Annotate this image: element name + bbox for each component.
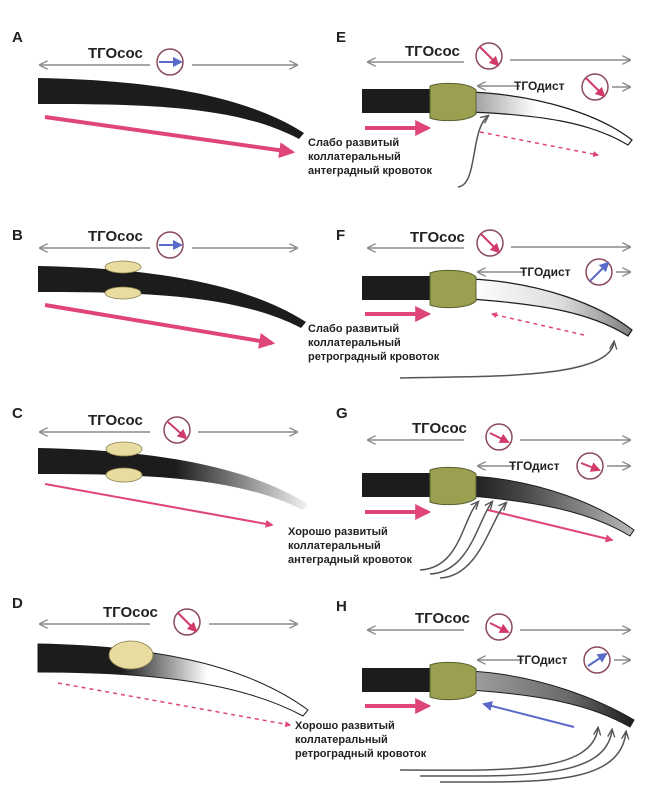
antegrade-flow-arrow — [44, 115, 296, 159]
vessel-distal — [469, 91, 633, 146]
caption-line-3: антеградный кровоток — [288, 554, 412, 566]
panel-label: A — [12, 29, 23, 46]
caption-line-1: Хорошо развитый — [295, 720, 395, 732]
stenosis-plaque — [104, 286, 142, 300]
caption-line-2: коллатеральный — [308, 151, 401, 163]
flow-direction-indicator-icon — [173, 608, 201, 636]
caption-line-1: Хорошо развитый — [288, 526, 388, 538]
tgo-dist-label: ТГОдист — [520, 265, 571, 279]
vessel-distal — [469, 475, 635, 537]
flow-direction-indicator-icon — [156, 231, 184, 259]
collateral-vessel-arrow — [439, 732, 626, 783]
distal-flow-indicator-icon — [583, 646, 611, 674]
caption-line-3: антеградный кровоток — [308, 165, 432, 177]
panel-label: E — [336, 29, 346, 46]
collateral-vessel-arrow — [439, 503, 506, 579]
tgo-sos-label: ТГОсос — [410, 229, 465, 246]
caption-line-2: коллатеральный — [288, 540, 381, 552]
antegrade-flow-arrow — [487, 509, 614, 543]
panel-d: D ТГОсос Хорошо развитый коллатеральный … — [12, 595, 427, 760]
tgo-dist-label: ТГОдист — [517, 653, 568, 667]
distal-flow-indicator-icon — [585, 258, 613, 286]
panel-c: C ТГОсос Хорошо развитый коллатеральный … — [12, 405, 412, 566]
caption-line-2: коллатеральный — [308, 337, 401, 349]
caption-line-3: ретроградный кровоток — [308, 351, 440, 363]
panel-label: F — [336, 227, 345, 244]
collateral-vessel-arrow — [399, 728, 598, 771]
retrograde-flow-arrow — [482, 701, 575, 728]
flow-direction-indicator-icon — [485, 423, 513, 451]
panel-label: G — [336, 405, 348, 422]
vessel — [38, 78, 304, 139]
stenosis-plaque — [429, 466, 477, 506]
panel-e: E ТГОсос ТГОдист — [336, 29, 633, 188]
vessel-proximal — [362, 668, 434, 692]
caption-line-3: ретроградный кровоток — [295, 748, 427, 760]
flow-direction-indicator-icon — [476, 229, 504, 257]
stenosis-plaque — [105, 441, 143, 457]
collateral-flow-arrow — [479, 131, 600, 158]
panel-label: H — [336, 598, 347, 615]
stenosis-plaque — [429, 661, 477, 701]
tgo-sos-label: ТГОсос — [412, 420, 467, 437]
distal-flow-indicator-icon — [576, 452, 604, 480]
panel-g: G ТГОсос ТГОдист — [336, 405, 635, 579]
tgo-dist-label: ТГОдист — [514, 79, 565, 93]
panel-a: A ТГОсос Слабо развитый коллатеральный а… — [12, 29, 432, 177]
collateral-vessel-arrow — [457, 116, 488, 188]
panel-label: D — [12, 595, 23, 612]
stenosis-plaque — [108, 640, 154, 670]
flow-direction-indicator-icon — [485, 613, 513, 641]
stenosis-plaque — [105, 467, 143, 483]
vessel — [37, 643, 309, 717]
tgo-sos-label: ТГОсос — [103, 604, 158, 621]
flow-arrow — [44, 303, 276, 349]
caption-line-1: Слабо развитый — [308, 137, 399, 149]
collateral-vessel-arrow — [419, 502, 478, 571]
panel-b: B ТГОсос Слабо развитый коллатеральный р… — [12, 227, 440, 363]
collateral-vessel-arrow — [429, 502, 492, 575]
stenosis-plaque — [429, 269, 477, 309]
panel-label: B — [12, 227, 23, 244]
tgo-sos-label: ТГОсос — [88, 412, 143, 429]
panel-h: H ТГОсос ТГОдист — [336, 598, 635, 783]
flow-direction-indicator-icon — [163, 416, 191, 444]
tgo-sos-label: ТГОсос — [405, 43, 460, 60]
tgo-sos-label: ТГОсос — [88, 45, 143, 62]
vessel-proximal — [362, 276, 434, 300]
retrograde-flow-arrow — [490, 312, 585, 336]
tgo-sos-label: ТГОсос — [88, 228, 143, 245]
tgo-dist-label: ТГОдист — [509, 459, 560, 473]
stenosis-plaque — [429, 82, 477, 122]
flow-direction-indicator-icon — [475, 42, 503, 70]
vessel — [38, 266, 306, 328]
stenosis-plaque — [104, 260, 142, 274]
caption-line-2: коллатеральный — [295, 734, 388, 746]
vessel-distal — [469, 670, 635, 728]
vessel — [38, 448, 308, 510]
antegrade-flow-arrow — [44, 483, 274, 528]
distal-flow-indicator-icon — [581, 73, 609, 101]
vessel-proximal — [362, 89, 434, 113]
vessel-proximal — [362, 473, 434, 497]
caption-line-1: Слабо развитый — [308, 323, 399, 335]
collateral-vessel-arrow — [399, 342, 614, 379]
panel-f: F ТГОсос ТГОдист — [336, 227, 633, 379]
panel-label: C — [12, 405, 23, 422]
collateral-vessel-arrow — [419, 730, 612, 777]
flow-direction-indicator-icon — [156, 48, 184, 76]
tgo-sos-label: ТГОсос — [415, 610, 470, 627]
vessel-distal — [469, 278, 633, 337]
